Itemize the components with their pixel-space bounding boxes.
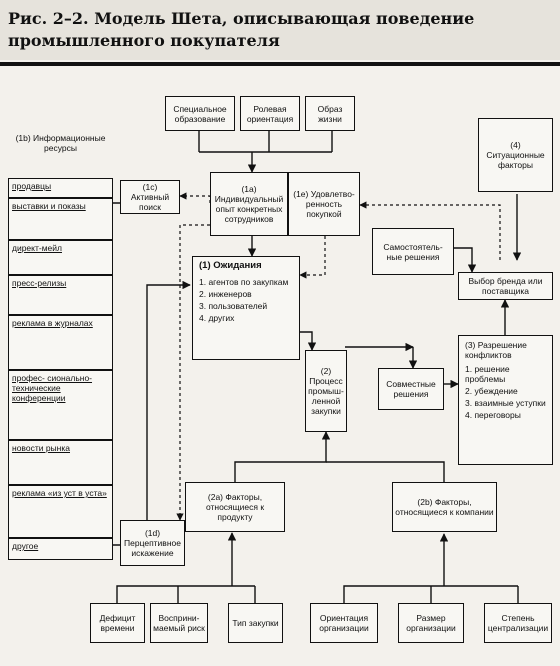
source-other: другое bbox=[8, 538, 113, 560]
conflict-item: 2. убеждение bbox=[465, 386, 518, 396]
conflict-item: 1. решение проблемы bbox=[465, 364, 510, 384]
source-conferences: профес- сионально- технические конференц… bbox=[8, 370, 113, 440]
box-perceived-risk: Восприни- маемый риск bbox=[150, 603, 208, 643]
box-joint-decisions: Совместные решения bbox=[378, 368, 444, 410]
title-rule bbox=[0, 62, 560, 66]
conflict-item: 3. взаимные уступки bbox=[465, 398, 546, 408]
box-centralization: Степень централизации bbox=[484, 603, 552, 643]
box-perceptual-distortion: (1d) Перцептивное искажение bbox=[120, 520, 185, 566]
box-active-search: (1c) Активный поиск bbox=[120, 180, 180, 214]
header-band bbox=[0, 0, 560, 60]
expectations-title: (1) Ожидания bbox=[199, 260, 262, 271]
source-salespeople: продавцы bbox=[8, 178, 113, 198]
source-market-news: новости рынка bbox=[8, 440, 113, 485]
box-org-orientation: Ориентация организации bbox=[310, 603, 378, 643]
box-expectations: (1) Ожидания 1. агентов по закупкам 2. и… bbox=[192, 256, 300, 360]
label-information-sources: (1b) Информационные ресурсы bbox=[15, 133, 106, 153]
box-org-size: Размер организации bbox=[398, 603, 464, 643]
box-role-orientation: Ролевая ориентация bbox=[240, 96, 300, 131]
conflict-title: (3) Разрешение конфликтов bbox=[465, 340, 527, 360]
box-conflict-resolution: (3) Разрешение конфликтов 1. решение про… bbox=[458, 335, 553, 465]
figure-title: Рис. 2–2. Модель Шета, описывающая повед… bbox=[8, 9, 475, 50]
box-purchase-type: Тип закупки bbox=[228, 603, 283, 643]
source-exhibitions: выставки и показы bbox=[8, 198, 113, 240]
source-direct-mail: директ-мейл bbox=[8, 240, 113, 275]
source-press-releases: пресс-релизы bbox=[8, 275, 113, 315]
box-company-factors: (2b) Факторы, относящиеся к компании bbox=[392, 482, 497, 532]
source-word-of-mouth: реклама «из уст в уста» bbox=[8, 485, 113, 538]
box-situational-factors: (4) Ситуационные факторы bbox=[478, 118, 553, 192]
expectations-item: 2. инженеров bbox=[199, 289, 252, 299]
box-product-factors: (2a) Факторы, относящиеся к продукту bbox=[185, 482, 285, 532]
expectations-item: 4. других bbox=[199, 313, 235, 323]
box-lifestyle: Образ жизни bbox=[305, 96, 355, 131]
box-special-education: Специальное образование bbox=[165, 96, 235, 131]
box-satisfaction: (1e) Удовлетво- ренность покупкой bbox=[288, 172, 360, 236]
source-magazine-ads: реклама в журналах bbox=[8, 315, 113, 370]
box-brand-choice: Выбор бренда или поставщика bbox=[458, 272, 553, 300]
expectations-item: 1. агентов по закупкам bbox=[199, 277, 289, 287]
conflict-item: 4. переговоры bbox=[465, 410, 521, 420]
box-autonomous-decisions: Самостоятель- ные решения bbox=[372, 228, 454, 275]
box-individual-experience: (1a) Индивидуальный опыт конкретных сотр… bbox=[210, 172, 288, 236]
expectations-item: 3. пользователей bbox=[199, 301, 268, 311]
box-purchase-process: (2) Процесс промыш- ленной закупки bbox=[305, 350, 347, 432]
box-time-pressure: Дефицит времени bbox=[90, 603, 145, 643]
